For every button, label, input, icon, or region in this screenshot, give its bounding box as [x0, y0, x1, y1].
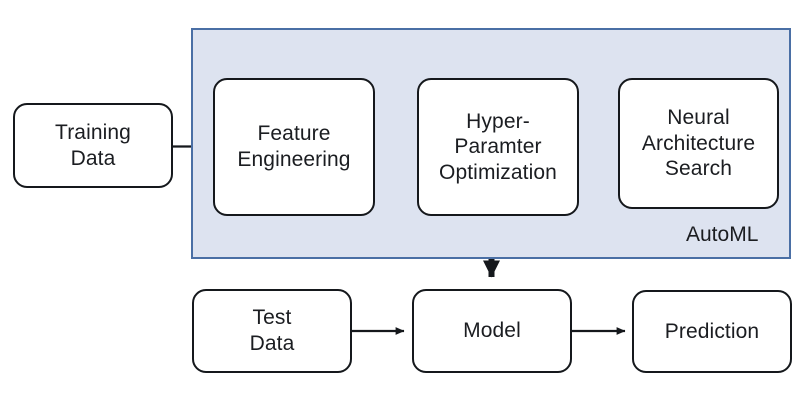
node-neural-architecture-search-label: Neural Architecture Search	[641, 106, 756, 181]
node-hyper-parameter-optimization-label: Hyper- Paramter Optimization	[439, 109, 557, 184]
node-hyper-parameter-optimization[interactable]: Hyper- Paramter Optimization	[417, 78, 579, 216]
node-model[interactable]: Model	[412, 289, 572, 373]
node-neural-architecture-search[interactable]: Neural Architecture Search	[618, 78, 779, 209]
node-test-data[interactable]: Test Data	[192, 289, 352, 373]
node-feature-engineering-label: Feature Engineering	[237, 122, 351, 171]
node-model-label: Model	[463, 319, 521, 343]
node-prediction-label: Prediction	[664, 319, 760, 343]
node-training-data[interactable]: Training Data	[13, 103, 173, 188]
node-test-data-label: Test Data	[249, 306, 295, 355]
node-feature-engineering[interactable]: Feature Engineering	[213, 78, 375, 216]
node-prediction[interactable]: Prediction	[632, 290, 792, 373]
automl-group-label: AutoML	[686, 223, 759, 246]
node-training-data-label: Training Data	[55, 120, 131, 170]
